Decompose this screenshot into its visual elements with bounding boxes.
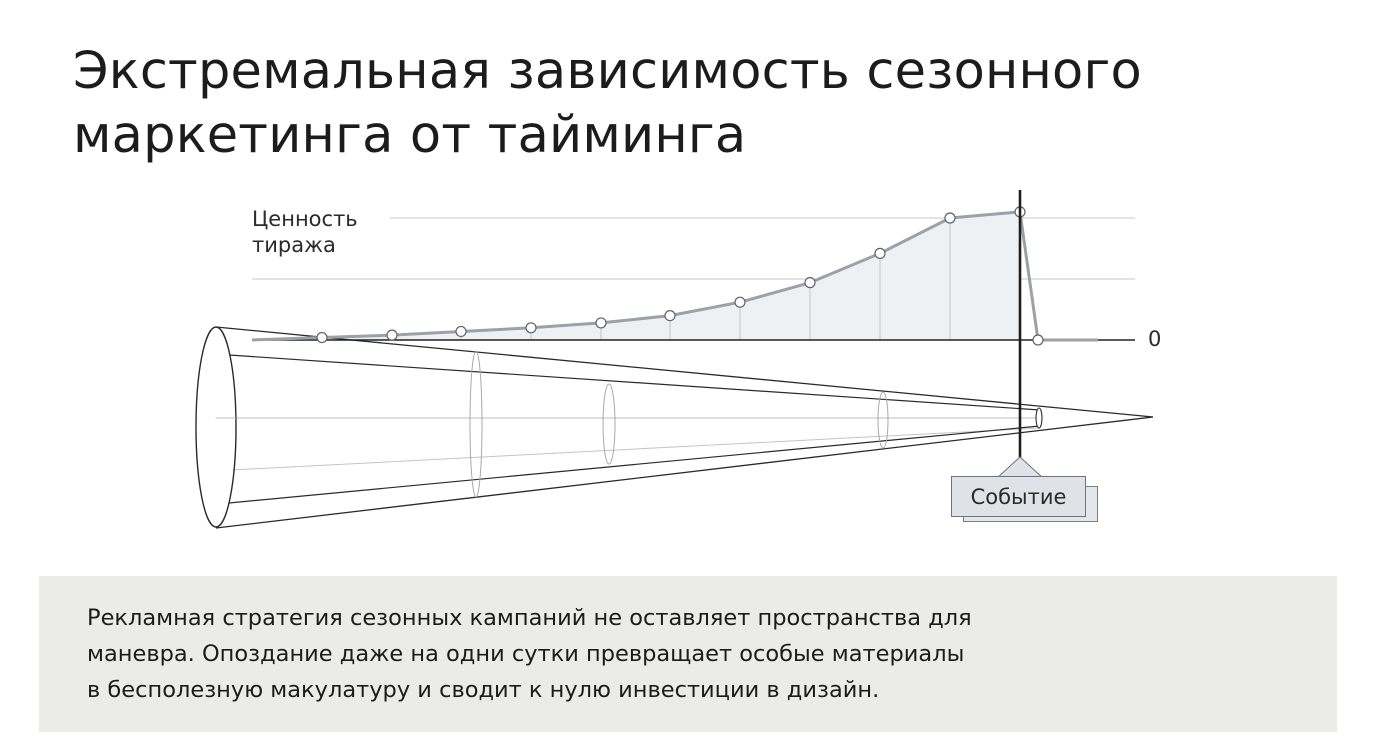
curve-point [525,322,537,334]
caption-panel: Рекламная стратегия сезонных кампаний не… [39,576,1337,732]
value-curve [251,210,1098,342]
curve-point [664,310,676,322]
cone-upper-inner-edge [228,354,1041,411]
curve-points [316,206,1044,346]
caption-line-3: в бесполезную макулатуру и сводит к нулю… [87,677,880,703]
cone-section-1 [469,350,483,498]
cone-tip-ring [1035,407,1043,429]
cone-section-3 [877,391,889,449]
time-cone [195,326,1154,529]
event-label: Событие [951,476,1086,517]
curve-point [1032,334,1044,346]
cone-top-edge [215,326,1154,418]
curve-point [804,277,816,289]
y-axis-label: Ценность тиража [252,206,358,258]
cone-base-ellipse [195,326,237,528]
caption-line-2: маневра. Опоздание даже на одни сутки пр… [87,641,965,667]
event-pointer [995,456,1045,479]
title-line-2: маркетинга от тайминга [73,106,747,165]
caption-line-1: Рекламная стратегия сезонных кампаний не… [87,605,972,631]
y-axis-label-line-2: тиража [252,233,336,257]
value-area [252,211,1020,340]
curve-point [455,325,467,338]
cone-lower-inner-edge [228,425,1041,504]
cone-section-2 [602,383,616,465]
curve-point [595,317,607,329]
caption-text: Рекламная стратегия сезонных кампаний не… [87,600,1337,708]
curve-point [874,247,886,259]
title-line-1: Экстремальная зависимость сезонного [73,42,1142,101]
curve-point [316,331,328,344]
zero-label: 0 [1148,327,1162,351]
y-axis-label-line-1: Ценность [252,207,358,231]
curve-point [386,329,398,341]
curve-point [734,296,746,308]
curve-point [944,212,956,224]
cone-bottom-edge [215,416,1154,529]
page-title: Экстремальная зависимость сезонного марк… [73,40,1142,168]
cone-inner-line [231,427,1041,471]
